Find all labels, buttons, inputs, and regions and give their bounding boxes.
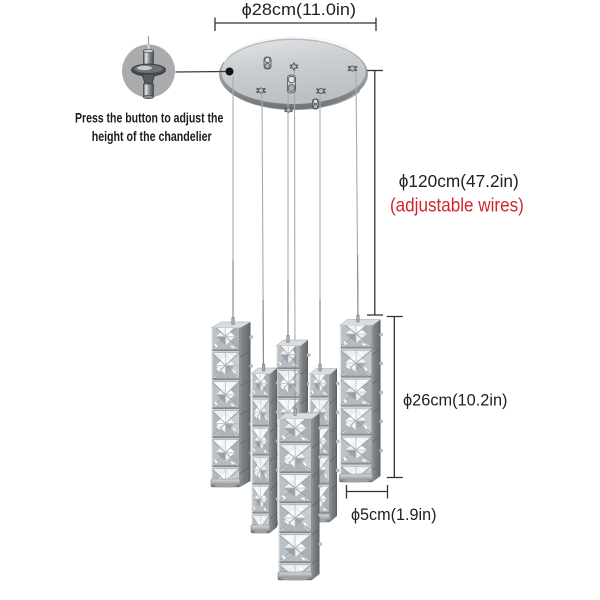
svg-text:ϕ28cm(11.0in): ϕ28cm(11.0in) — [242, 0, 356, 19]
svg-text:ϕ26cm(10.2in): ϕ26cm(10.2in) — [403, 392, 508, 410]
svg-text:Press the button to adjust the: Press the button to adjust the — [75, 110, 223, 126]
svg-text:(adjustable wires): (adjustable wires) — [390, 195, 524, 217]
svg-text:ϕ120cm(47.2in): ϕ120cm(47.2in) — [399, 171, 519, 191]
svg-text:ϕ5cm(1.9in): ϕ5cm(1.9in) — [351, 506, 437, 524]
svg-text:height of the chandelier: height of the chandelier — [92, 128, 212, 144]
